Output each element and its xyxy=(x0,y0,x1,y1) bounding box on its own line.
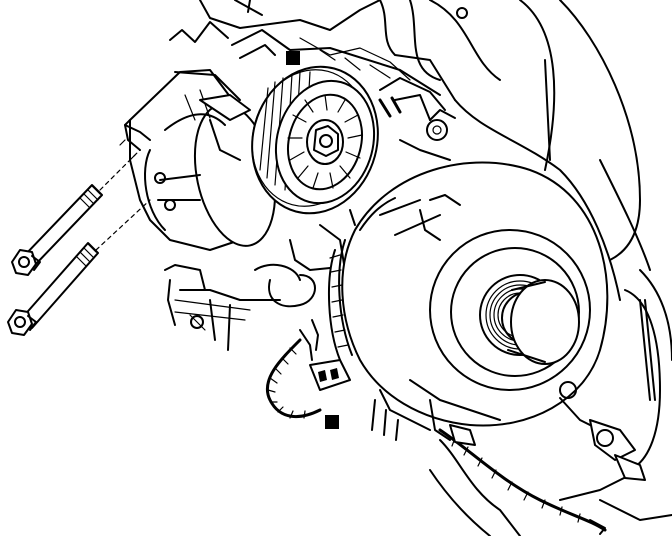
tensioner-bolt-upper xyxy=(11,184,103,276)
bolt-alignment-lines xyxy=(95,139,151,251)
tensioner-bolt-lower xyxy=(7,242,99,336)
tensioner-pulley xyxy=(251,65,379,215)
engine-block-outline xyxy=(164,0,672,536)
generator-assembly xyxy=(328,161,646,481)
wiring-harness xyxy=(265,319,607,535)
generator-callout xyxy=(325,415,339,429)
tensioner-callout xyxy=(286,51,300,65)
